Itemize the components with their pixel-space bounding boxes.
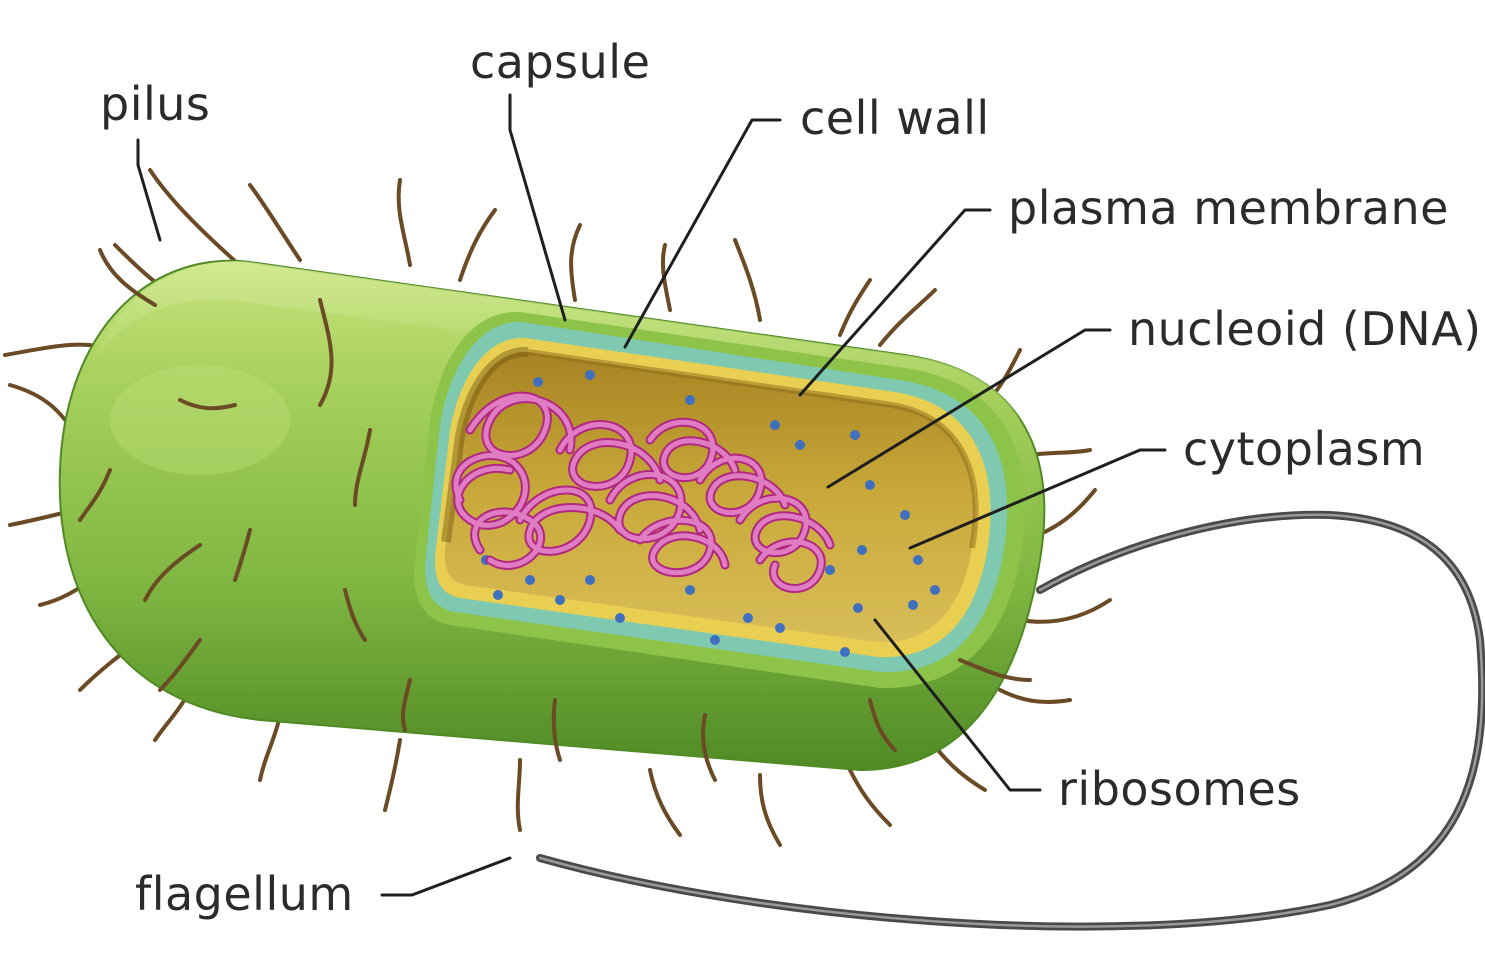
flagellum-leader [380, 856, 512, 897]
ribosomes-leader [873, 618, 1042, 792]
ribosomes [481, 370, 940, 657]
label-cell-wall: cell wall [800, 91, 990, 145]
nucleoid-leader [826, 328, 1112, 489]
nucleoid-dna [451, 391, 835, 593]
label-plasma-membrane: plasma membrane [1008, 181, 1449, 235]
label-capsule: capsule [470, 35, 650, 89]
cutaway [414, 311, 1026, 689]
label-cytoplasm: cytoplasm [1183, 422, 1425, 476]
cell-wall-leader [623, 118, 782, 349]
label-nucleoid: nucleoid (DNA) [1128, 302, 1482, 356]
plasma-membrane-leader [798, 208, 992, 397]
leader-lines [136, 93, 1167, 897]
capsule-leader [508, 93, 567, 322]
pili-front [78, 248, 1032, 782]
labels: pilus capsule cell wall plasma membrane … [100, 35, 1482, 921]
pilus-leader [136, 138, 162, 242]
label-ribosomes: ribosomes [1058, 762, 1301, 816]
cytoplasm-leader [908, 448, 1167, 550]
label-pilus: pilus [100, 77, 210, 131]
label-flagellum: flagellum [135, 867, 354, 921]
